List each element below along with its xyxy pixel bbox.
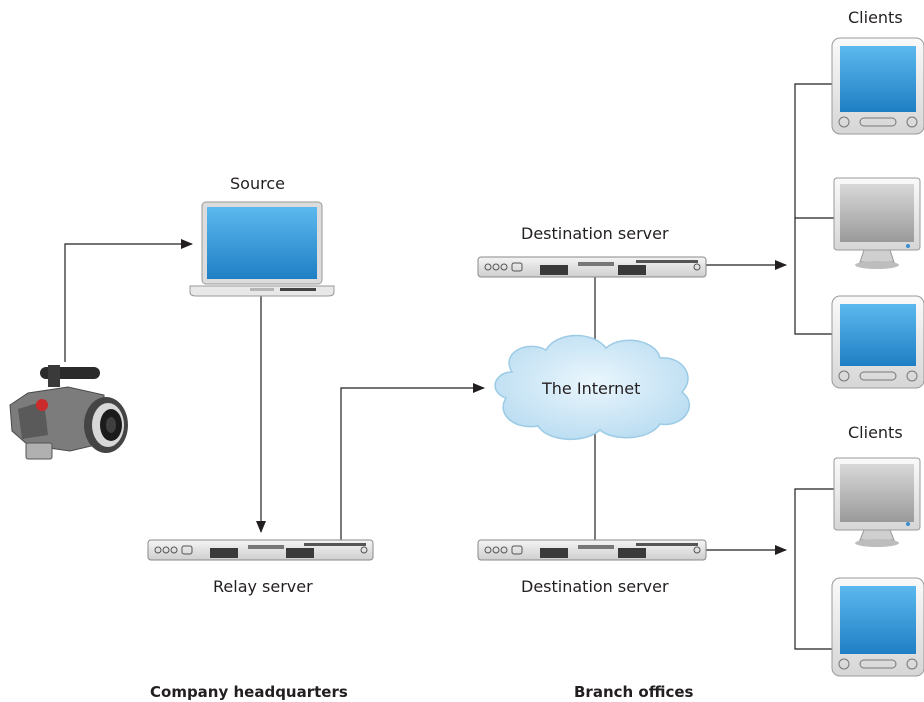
label-internet: The Internet (542, 379, 641, 398)
client-bus-bottom (794, 488, 835, 650)
connectors (64, 83, 835, 650)
label-source: Source (230, 174, 285, 193)
connector-relay-to-internet (340, 383, 485, 541)
video-camera-icon (9, 365, 128, 460)
client-bus-top (794, 83, 835, 335)
connector-camera-to-source (64, 239, 193, 362)
label-relay-server: Relay server (213, 577, 313, 596)
emac-computer-icon-2 (831, 295, 924, 389)
emac-computer-icon-1 (831, 37, 924, 135)
label-destination-server-bottom: Destination server (521, 577, 669, 596)
label-company-headquarters: Company headquarters (150, 683, 348, 701)
label-clients-top: Clients (848, 8, 903, 27)
label-clients-bottom: Clients (848, 423, 903, 442)
emac-computer-icon-3 (831, 577, 924, 677)
label-branch-offices: Branch offices (574, 683, 694, 701)
label-destination-server-top: Destination server (521, 224, 669, 243)
laptop-icon (189, 201, 335, 297)
crt-display-icon-1 (833, 177, 921, 269)
cloud-icon (494, 334, 690, 441)
crt-display-icon-2 (833, 457, 921, 547)
rack-server-icon-relay (147, 539, 374, 561)
rack-server-icon-destination-bottom (477, 539, 707, 561)
rack-server-icon-destination-top (477, 256, 707, 278)
